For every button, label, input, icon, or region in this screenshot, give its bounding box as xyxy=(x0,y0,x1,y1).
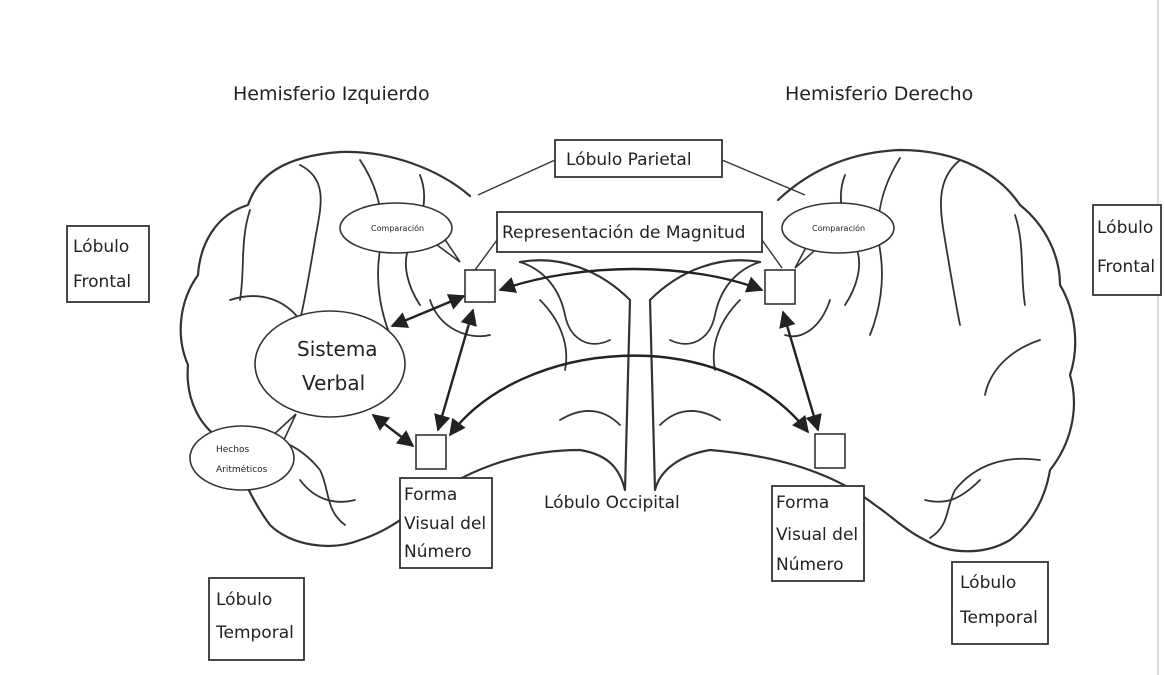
comparison-right-label: Comparación xyxy=(812,223,865,233)
visual-form-right-line2: Visual del xyxy=(776,525,858,545)
visual-form-node-left xyxy=(416,435,446,469)
visual-form-left-line2: Visual del xyxy=(404,514,486,534)
occipital-lobe-label: Lóbulo Occipital xyxy=(544,493,680,513)
connection-arrows xyxy=(373,269,818,446)
verbal-system-line1: Sistema xyxy=(297,337,378,361)
visual-form-node-right xyxy=(815,434,845,468)
visual-form-left-line3: Número xyxy=(404,542,472,562)
temporal-lobe-right-line1: Lóbulo xyxy=(960,573,1016,593)
comparison-bubble-left: Comparación xyxy=(340,203,460,262)
left-fold-4 xyxy=(240,210,250,300)
comparison-bubble-right: Comparación xyxy=(782,203,894,268)
arrow-verbal-visual-left xyxy=(373,415,413,446)
right-fold-10 xyxy=(925,480,980,502)
frontal-lobe-left-line2: Frontal xyxy=(73,272,131,292)
verbal-system-line2: Verbal xyxy=(302,371,365,395)
magnitude-label: Representación de Magnitud xyxy=(502,223,745,243)
left-fold-9 xyxy=(540,300,566,370)
arrow-magnitude-right-visual-right xyxy=(783,312,818,430)
arrow-magnitude-left-verbal xyxy=(392,296,464,326)
parietal-link-right xyxy=(722,160,805,195)
frontal-lobe-right-line2: Frontal xyxy=(1097,257,1155,277)
visual-form-right-line3: Número xyxy=(776,555,844,575)
right-fold-5 xyxy=(985,340,1040,395)
frontal-lobe-left-line1: Lóbulo xyxy=(73,237,129,257)
arithmetic-facts-line2: Aritméticos xyxy=(216,464,268,475)
right-fold-8 xyxy=(714,300,740,370)
arrow-magnitude-left-visual-left xyxy=(438,310,473,430)
temporal-lobe-left-line2: Temporal xyxy=(215,623,294,643)
verbal-system-ellipse xyxy=(255,311,405,417)
visual-form-right-line1: Forma xyxy=(776,493,829,513)
arithmetic-facts-line1: Hechos xyxy=(216,445,249,455)
right-fold-4 xyxy=(1015,215,1025,305)
arithmetic-facts-bubble-body xyxy=(190,426,294,490)
magnitude-link-right xyxy=(762,240,782,268)
temporal-lobe-left-line1: Lóbulo xyxy=(216,590,272,610)
parietal-lobe-label: Lóbulo Parietal xyxy=(566,150,692,170)
right-fold-11 xyxy=(785,300,830,336)
frontal-lobe-right-line1: Lóbulo xyxy=(1097,218,1153,238)
left-fold-1 xyxy=(300,165,321,320)
comparison-left-label: Comparación xyxy=(371,223,424,233)
visual-form-left-line1: Forma xyxy=(404,485,457,505)
parietal-link-left xyxy=(478,160,555,195)
magnitude-link-left xyxy=(475,240,497,270)
magnitude-node-right xyxy=(765,270,795,304)
right-fold-1 xyxy=(941,160,960,325)
magnitude-node-left xyxy=(465,270,495,302)
right-hemisphere-heading: Hemisferio Derecho xyxy=(785,83,973,105)
left-hemisphere-heading: Hemisferio Izquierdo xyxy=(233,83,430,105)
left-fold-10 xyxy=(560,411,620,425)
right-fold-9 xyxy=(660,411,720,425)
temporal-lobe-right-line2: Temporal xyxy=(959,608,1038,628)
